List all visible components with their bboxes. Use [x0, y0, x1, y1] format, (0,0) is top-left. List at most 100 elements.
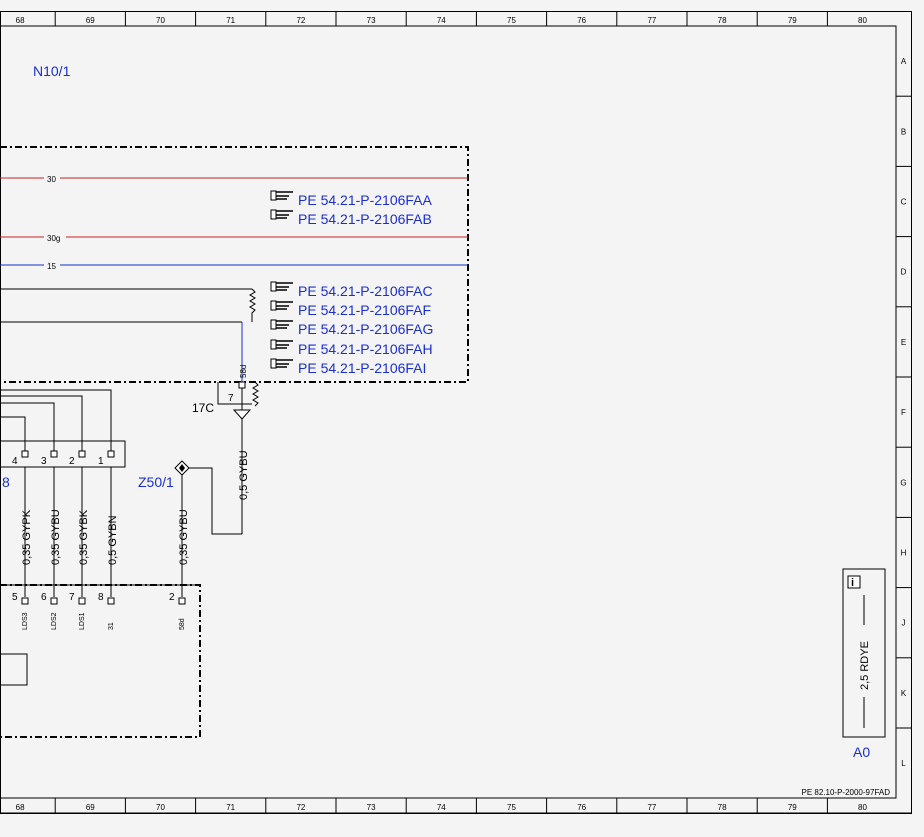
lower-pin-contact: [50, 597, 58, 605]
xref-link[interactable]: PE 54.21-P-2106FAB: [270, 209, 432, 227]
lower-pin-contact: [78, 597, 86, 605]
17c-pin-number: 7: [228, 393, 234, 404]
pointing-hand-icon: [270, 209, 293, 220]
cable-label: 0,35 GYBK: [78, 509, 90, 565]
lower-pin-number: 2: [169, 592, 175, 603]
row-index: A: [901, 57, 907, 66]
col-index-top: 69: [86, 16, 95, 25]
col-index-bottom: 69: [86, 803, 95, 812]
upper-pin-contact: [21, 450, 29, 458]
col-index-top: 72: [296, 16, 305, 25]
partial-component-label: 8: [2, 474, 10, 490]
ground-symbol: [232, 409, 252, 420]
z50-return-wire: [188, 467, 242, 535]
col-index-bottom: 80: [858, 803, 867, 812]
wire-15-label-bg: [44, 260, 60, 270]
17c-bracket: [217, 382, 252, 405]
col-index-top: 76: [577, 16, 586, 25]
17c-label: 17C: [192, 401, 214, 415]
grid-index: 6868696970707171727273737474757576767777…: [16, 11, 911, 813]
row-index: K: [901, 689, 907, 698]
info-icon[interactable]: i: [847, 575, 861, 589]
row-index: J: [902, 619, 906, 628]
lower-pin-number: 5: [12, 592, 18, 603]
lower-pin-number: 8: [98, 592, 104, 603]
row-index: D: [901, 268, 907, 277]
pointing-hand-icon: [270, 190, 293, 201]
wire-30g-label-bg: [44, 232, 66, 242]
signal-line-2: [0, 402, 55, 451]
xref-link[interactable]: PE 54.21-P-2106FAI: [270, 358, 426, 376]
col-index-bottom: 77: [647, 803, 656, 812]
wire-30-label-bg: [44, 173, 60, 183]
cable-label: 0,5 GYBN: [107, 515, 119, 565]
wire-05-gybu-label: 0,5 GYBU: [238, 450, 250, 500]
xref-link[interactable]: PE 54.21-P-2106FAA: [270, 190, 433, 208]
footer-reference: PE 82.10-P-2000-97FAD: [802, 788, 891, 797]
lower-pin-signal: LDS2: [51, 612, 58, 630]
sheet-border: [0, 11, 912, 814]
cable-label: 0,35 GYPK: [21, 509, 33, 565]
xref-text: PE 54.21-P-2106FAH: [298, 341, 433, 357]
col-index-bottom: 78: [718, 803, 727, 812]
xref-link[interactable]: PE 54.21-P-2106FAG: [270, 319, 433, 337]
row-index: G: [900, 478, 906, 487]
upper-pin-number: 2: [69, 456, 75, 467]
pointing-hand-icon: [270, 300, 293, 311]
row-index: L: [901, 759, 906, 768]
lower-pin-signal: LDS1: [79, 612, 86, 630]
signal-line-1: [0, 416, 26, 451]
xref-text: PE 54.21-P-2106FAF: [298, 302, 431, 318]
xref-text: PE 54.21-P-2106FAI: [298, 360, 426, 376]
upper-pin-contact: [50, 450, 58, 458]
lower-pin-contact: [21, 597, 29, 605]
upper-pin-number: 1: [98, 456, 104, 467]
xref-link[interactable]: PE 54.21-P-2106FAC: [270, 281, 433, 299]
wire-30-label: 30: [47, 175, 56, 184]
n10-label: N10/1: [33, 63, 71, 79]
xref-text: PE 54.21-P-2106FAG: [298, 321, 433, 337]
col-index-bottom: 75: [507, 803, 516, 812]
xref-link[interactable]: PE 54.21-P-2106FAF: [270, 300, 431, 318]
lower-pin-signal: 31: [108, 622, 115, 630]
resistor-upper: [249, 288, 256, 322]
pointing-hand-icon: [270, 358, 293, 369]
pointing-hand-icon: [270, 319, 293, 330]
col-index-top: 75: [507, 16, 516, 25]
xref-text: PE 54.21-P-2106FAA: [298, 192, 433, 208]
wire-30g-label: 30g: [47, 234, 60, 243]
xref-text: PE 54.21-P-2106FAC: [298, 283, 433, 299]
wire-58d-label: 58d: [239, 365, 248, 378]
a0-wire-label: 2,5 RDYE: [859, 641, 871, 690]
a0-label: A0: [853, 744, 870, 760]
col-index-top: 80: [858, 16, 867, 25]
wire-15-label: 15: [47, 262, 56, 271]
z50-splice-dot: [179, 464, 185, 472]
col-index-top: 77: [647, 16, 656, 25]
col-index-top: 79: [788, 16, 797, 25]
col-index-top: 68: [16, 16, 25, 25]
row-index: F: [901, 408, 906, 417]
col-index-bottom: 73: [367, 803, 376, 812]
row-index: B: [901, 127, 906, 136]
cable-label-z50: 0,35 GYBU: [178, 509, 190, 565]
lower-pin-number: 6: [41, 592, 47, 603]
lower-pin-contact: [107, 597, 115, 605]
col-index-bottom: 74: [437, 803, 446, 812]
a0-legend-box: [842, 568, 886, 738]
signal-line-4: [0, 389, 112, 451]
signal-line-3: [0, 395, 83, 451]
lower-pin-contact: [178, 597, 186, 605]
lower-pin-number: 7: [69, 592, 75, 603]
col-index-bottom: 79: [788, 803, 797, 812]
xref-link[interactable]: PE 54.21-P-2106FAH: [270, 339, 433, 357]
lower-pin-signal: LDS3: [22, 612, 29, 630]
col-index-top: 78: [718, 16, 727, 25]
col-index-top: 74: [437, 16, 446, 25]
lower-inner-block: [0, 653, 28, 686]
row-index: C: [901, 198, 907, 207]
